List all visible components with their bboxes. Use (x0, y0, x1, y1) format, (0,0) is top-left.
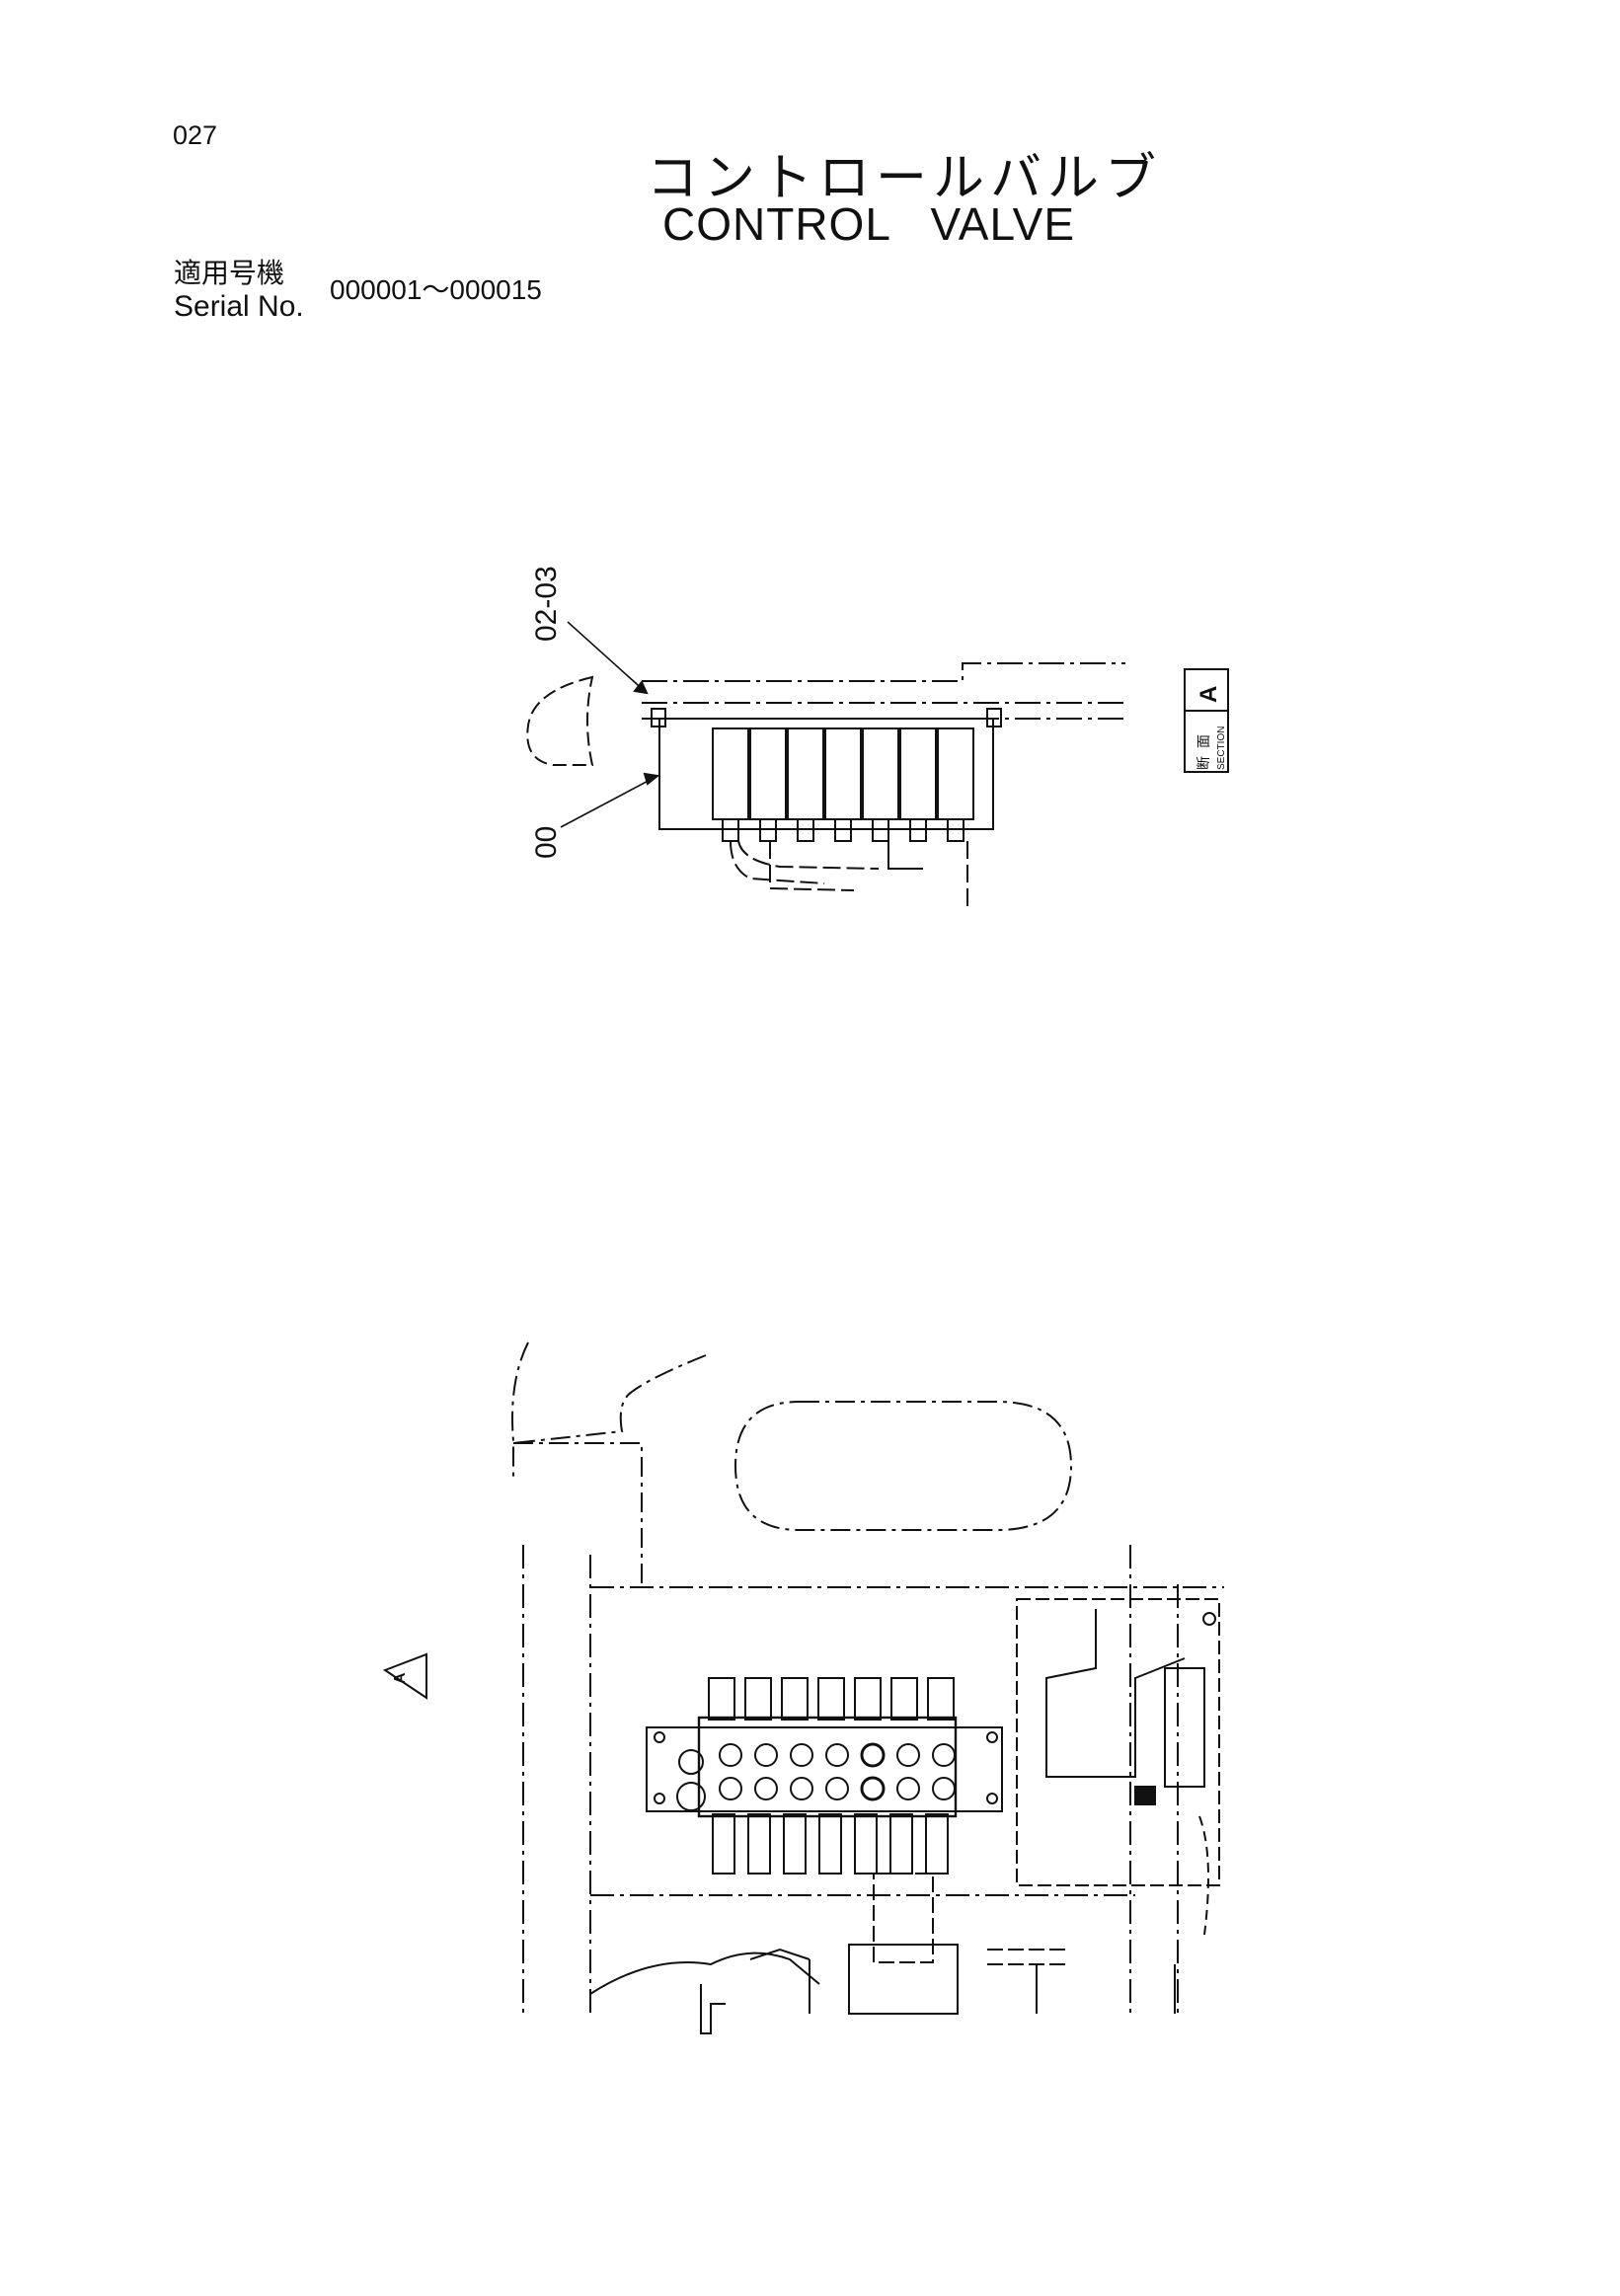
callout-00: 00 (530, 826, 563, 859)
page-title-english: CONTROL VALVE (662, 198, 1076, 250)
section-word: SECTION (1216, 727, 1227, 770)
section-kanji-2: 面 (1196, 734, 1212, 748)
section-kanji-1: 断 (1196, 756, 1212, 770)
callout-02-03: 02-03 (530, 566, 563, 642)
control-valve-body (646, 1716, 1003, 1818)
serial-label-english: Serial No. (174, 290, 304, 323)
valve-ports (719, 1742, 956, 1801)
plan-view-diagram (511, 1341, 1224, 2034)
valve-spools (712, 727, 974, 820)
page-number: 027 (173, 120, 218, 150)
section-a-marker: A 断 面 SECTION (1184, 668, 1229, 773)
serial-range: 000001～000015 (330, 274, 542, 305)
serial-label-japanese: 適用号機 (174, 257, 285, 289)
section-view-diagram (526, 621, 1125, 908)
valve-spool-heads (708, 1677, 955, 1721)
valve-spool-ends (712, 1813, 949, 1875)
view-arrow-a: A (382, 1652, 427, 1700)
view-arrow-letter: A (392, 1672, 409, 1684)
page-title-japanese: コントロールバルブ (647, 149, 1163, 208)
section-letter: A (1196, 686, 1222, 703)
